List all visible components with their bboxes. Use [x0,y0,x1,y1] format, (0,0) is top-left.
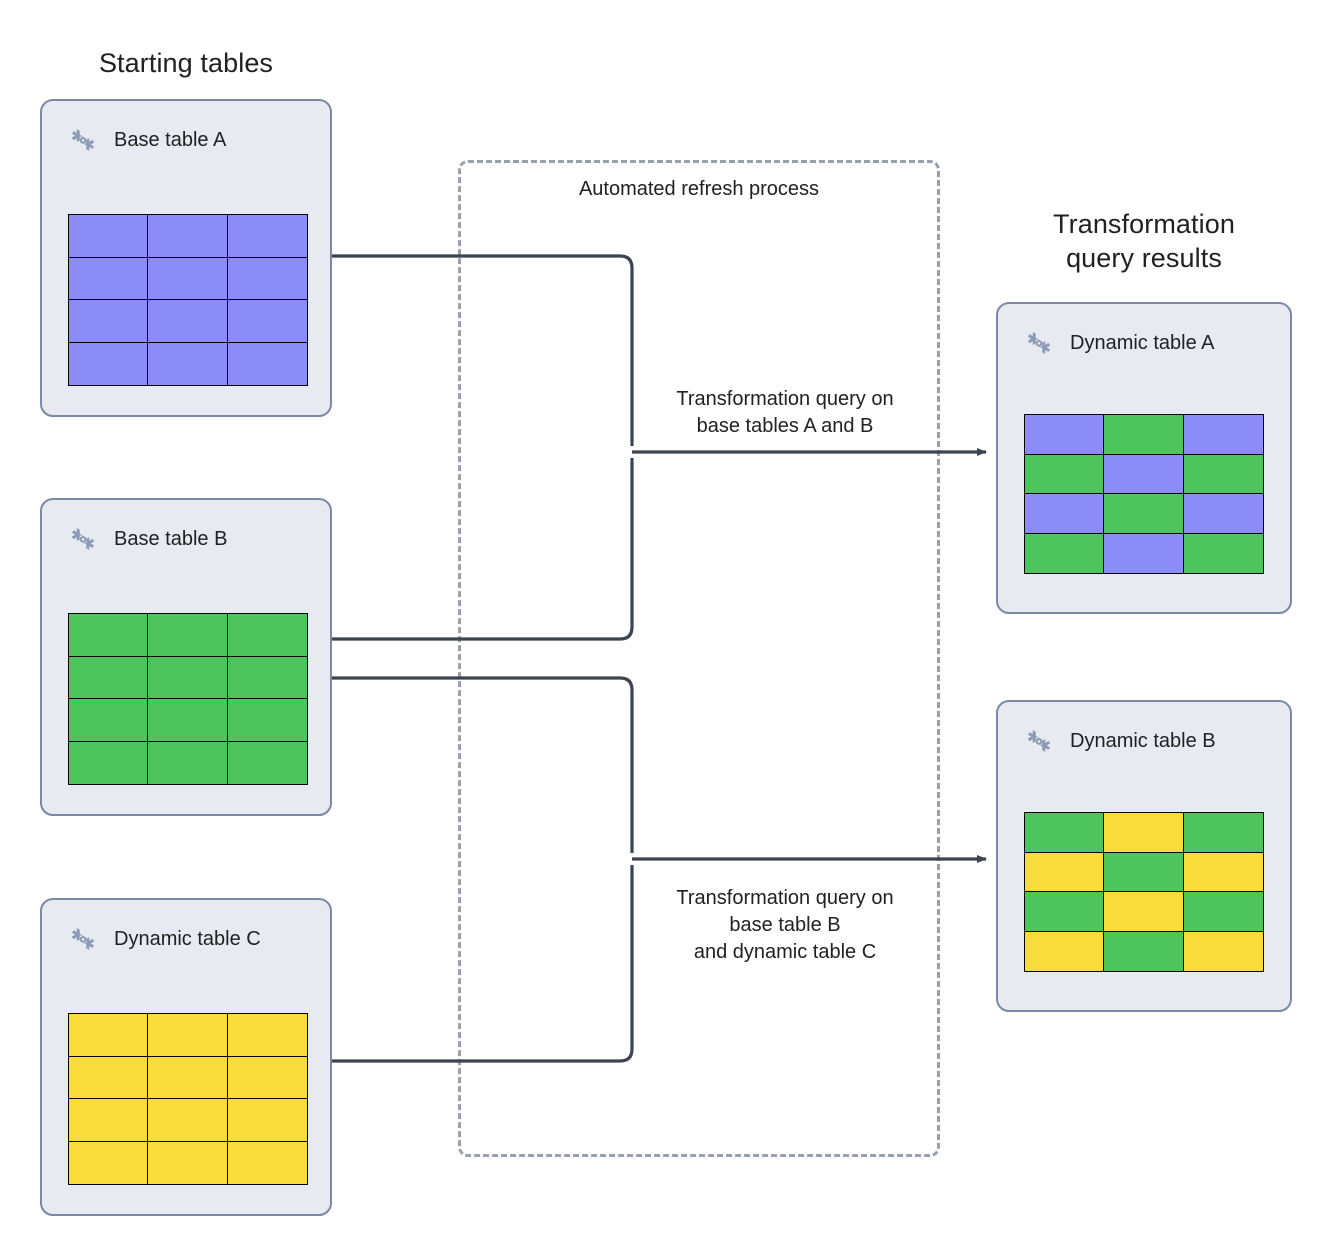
data-cell [1104,415,1184,455]
data-cell [148,1141,228,1184]
data-cell [148,741,228,784]
data-cell [1183,454,1263,494]
card-title-base-b: Base table B [114,528,228,550]
card-title-base-a: Base table A [114,129,227,151]
data-cell [69,741,149,784]
data-cell [1183,494,1263,534]
data-cell [148,656,228,699]
page-title-starting-tables: Starting tables [98,48,274,78]
data-cell [1183,892,1263,932]
data-cell [227,614,307,657]
data-cell [1183,415,1263,455]
card-title-dynamic-a: Dynamic table A [1070,332,1215,354]
data-cell [1025,415,1105,455]
data-cell [148,1056,228,1099]
data-cell [227,1141,307,1184]
data-cell [1183,533,1263,573]
table-card-base-a[interactable]: Base table A [40,99,332,417]
data-cell [1025,454,1105,494]
data-cell [1025,533,1105,573]
card-title-dynamic-b: Dynamic table B [1070,730,1216,752]
data-cell [1025,494,1105,534]
data-cell [148,300,228,343]
card-title-dynamic-c: Dynamic table C [114,928,261,950]
snowflake-icon [1027,332,1051,354]
data-grid-base-b [68,613,308,785]
snowflake-icon [71,928,95,950]
data-cell [1104,852,1184,892]
automated-refresh-process-boundary [458,160,940,1157]
data-cell [69,1141,149,1184]
data-cell [1183,813,1263,853]
data-cell [227,741,307,784]
data-cell [69,1099,149,1142]
data-cell [227,656,307,699]
data-cell [227,215,307,258]
snowflake-icon [71,528,95,550]
data-grid-dynamic-c [68,1013,308,1185]
data-cell [1104,813,1184,853]
data-cell [69,656,149,699]
data-cell [227,257,307,300]
data-cell [1104,494,1184,534]
data-cell [148,215,228,258]
data-cell [1104,454,1184,494]
data-cell [148,257,228,300]
edge-label-transformation-query-a: Transformation query on base tables A an… [676,388,894,437]
data-cell [148,1014,228,1057]
data-cell [69,215,149,258]
data-cell [1183,931,1263,971]
data-cell [1025,852,1105,892]
data-cell [148,614,228,657]
card-header-dynamic-c: Dynamic table C [66,922,261,956]
data-cell [69,699,149,742]
data-cell [69,257,149,300]
data-cell [227,1014,307,1057]
data-cell [227,699,307,742]
data-cell [69,300,149,343]
data-cell [227,342,307,385]
data-cell [69,614,149,657]
data-cell [148,1099,228,1142]
data-cell [148,699,228,742]
data-cell [69,1014,149,1057]
data-cell [1104,892,1184,932]
data-cell [1104,931,1184,971]
data-cell [227,300,307,343]
page-title-transformation-query-results: Transformation query results [1053,209,1235,273]
automated-refresh-process-label: Automated refresh process [578,178,820,200]
snowflake-icon [71,129,95,151]
data-cell [1025,892,1105,932]
data-cell [148,342,228,385]
table-card-base-b[interactable]: Base table B [40,498,332,816]
card-header-base-b: Base table B [66,522,227,556]
table-card-dynamic-b[interactable]: Dynamic table B [996,700,1292,1012]
snowflake-icon [1027,730,1051,752]
card-header-dynamic-b: Dynamic table B [1022,724,1216,758]
data-cell [69,342,149,385]
data-cell [69,1056,149,1099]
data-cell [1183,852,1263,892]
data-grid-dynamic-a [1024,414,1264,574]
data-grid-base-a [68,214,308,386]
data-cell [227,1056,307,1099]
edge-label-transformation-query-b: Transformation query on base table B and… [676,887,894,963]
card-header-dynamic-a: Dynamic table A [1022,326,1215,360]
data-cell [227,1099,307,1142]
data-cell [1025,931,1105,971]
card-header-base-a: Base table A [66,123,226,157]
table-card-dynamic-a[interactable]: Dynamic table A [996,302,1292,614]
data-cell [1025,813,1105,853]
data-cell [1104,533,1184,573]
table-card-dynamic-c[interactable]: Dynamic table C [40,898,332,1216]
data-grid-dynamic-b [1024,812,1264,972]
